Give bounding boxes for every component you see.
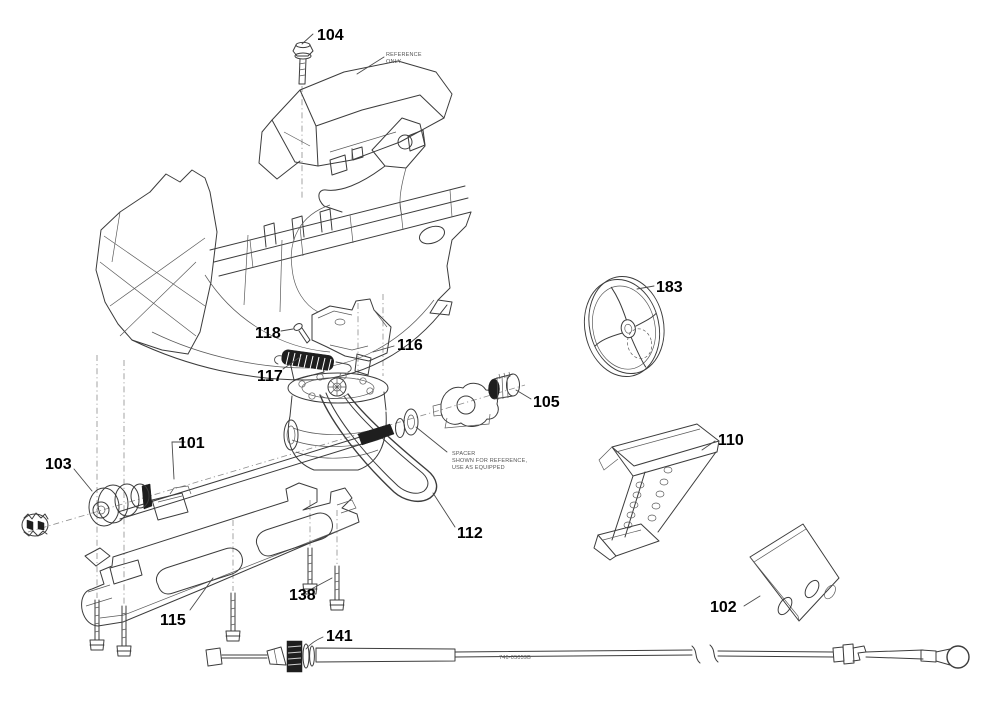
part-bracket-110 [593, 423, 720, 561]
callout-102: 102 [710, 599, 737, 616]
callout-115: 115 [160, 612, 186, 629]
annotation-spacer-note-line1: SPACER [452, 451, 475, 457]
part-pinion-gear [21, 512, 49, 537]
part-bolts-138 [302, 547, 345, 611]
annotation-spacer-note-line3: USE AS EQUIPPED [452, 465, 505, 471]
callout-138: 138 [289, 587, 316, 604]
part-spring-117 [274, 349, 352, 373]
part-baseplate-115 [81, 482, 360, 627]
part-wheel-183 [583, 275, 665, 378]
part-pulley-assembly-103 [88, 483, 192, 527]
callout-103: 103 [45, 456, 72, 473]
callout-labels: 104 183 118 116 117 105 101 103 110 112 … [45, 27, 744, 645]
annotations: REFERENCE ONLY SPACER SHOWN FOR REFERENC… [386, 52, 531, 661]
callout-101: 101 [178, 435, 205, 452]
annotation-reference-only-line1: REFERENCE [386, 52, 422, 58]
callout-110: 110 [718, 432, 744, 449]
callout-116: 116 [397, 337, 423, 354]
part-bolt-118 [293, 323, 311, 344]
callout-104: 104 [317, 27, 344, 44]
annotation-spacer-note-line2: SHOWN FOR REFERENCE, [452, 458, 527, 464]
part-cable-141 [205, 640, 970, 673]
annotation-cable-part-number: 746-05059B [499, 655, 531, 661]
part-gear-105 [488, 371, 520, 401]
part-spacer [403, 408, 419, 436]
projection-lines [27, 86, 526, 604]
annotation-reference-only-line2: ONLY [386, 59, 402, 65]
callout-112: 112 [457, 525, 483, 542]
part-clamp [432, 382, 499, 429]
part-bolt-104 [292, 41, 314, 85]
callout-117: 117 [257, 368, 283, 385]
part-housing [95, 117, 472, 381]
leader-lines [73, 33, 761, 650]
part-hardware-bolts [89, 592, 241, 657]
part-cover [258, 60, 453, 180]
callout-105: 105 [533, 394, 560, 411]
callout-118: 118 [255, 325, 281, 342]
callout-183: 183 [656, 279, 683, 296]
part-cover-panel-102 [749, 523, 840, 622]
part-shaft-101 [117, 418, 405, 520]
callout-141: 141 [326, 628, 353, 645]
part-belt-112 [319, 392, 438, 502]
part-transmission [283, 372, 389, 471]
